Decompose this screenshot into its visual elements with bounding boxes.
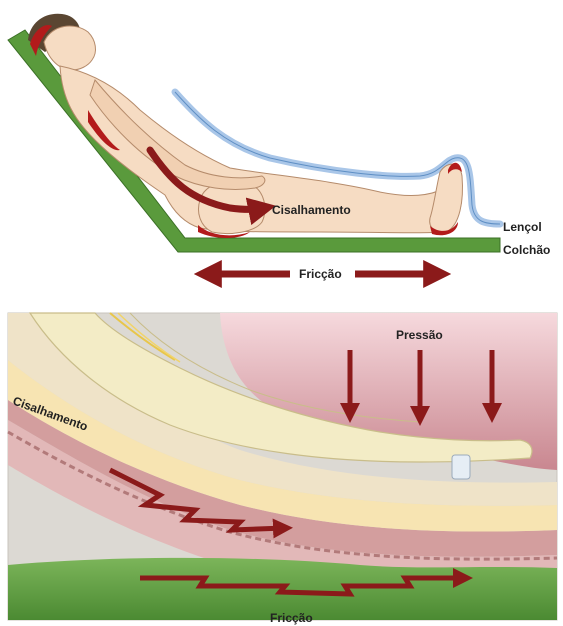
friction-label-top: Fricção (299, 267, 342, 281)
top-panel: Cisalhamento Lençol Colchão Fricção (8, 14, 550, 281)
patient-figure (28, 14, 462, 238)
shear-label-top: Cisalhamento (272, 203, 351, 217)
pressure-label: Pressão (396, 328, 443, 342)
bottom-panel: Pressão Cisalhamento Fricção (8, 313, 557, 625)
friction-label-bottom: Fricção (270, 611, 313, 625)
sheet-label: Lençol (503, 220, 542, 234)
mattress-label: Colchão (503, 243, 550, 257)
cartilage-disk (452, 455, 470, 479)
